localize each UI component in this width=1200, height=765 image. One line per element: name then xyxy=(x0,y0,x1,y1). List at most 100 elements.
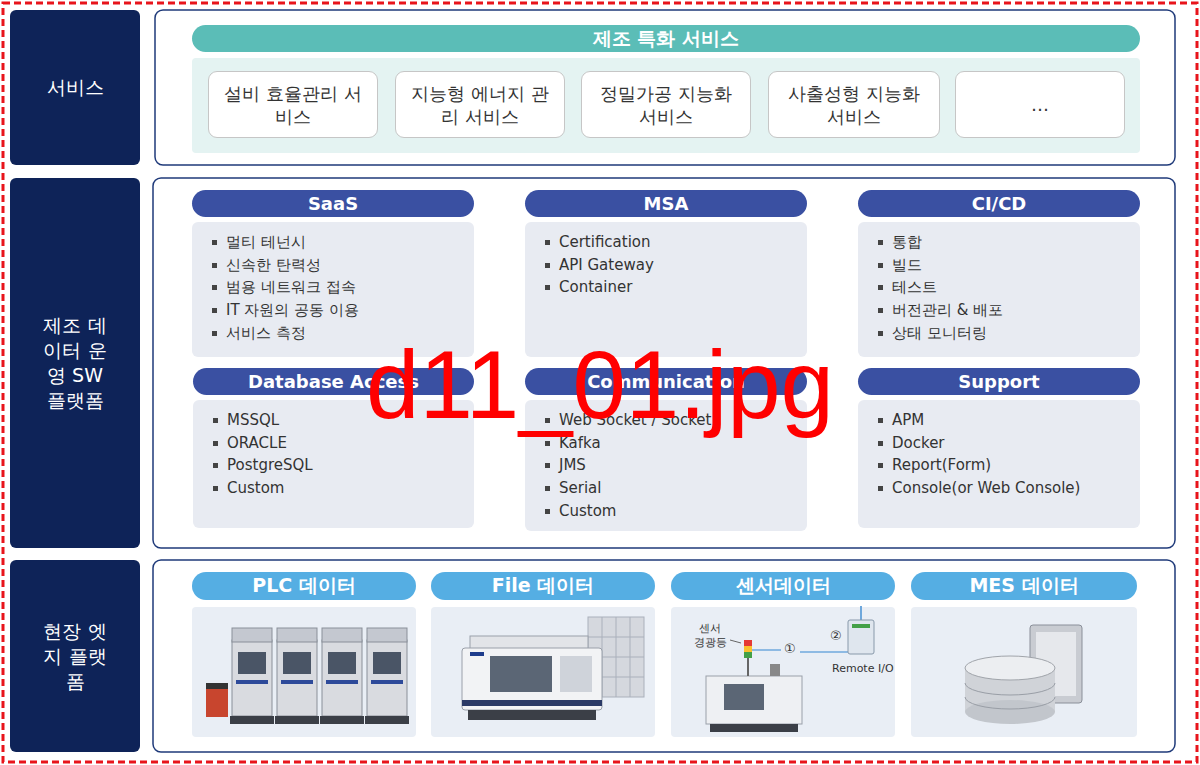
group-heading: Communication xyxy=(525,368,807,395)
list-item: 빌드 xyxy=(878,254,1130,277)
illustration-part xyxy=(800,651,848,653)
dashed-frame xyxy=(3,3,1197,762)
illustration-part xyxy=(322,628,362,642)
feature-group: MSA CertificationAPI GatewayContainer xyxy=(525,190,807,357)
feature-group: CI/CD통합빌드테스트버전관리 & 배포상태 모니터링 xyxy=(858,190,1140,357)
illustration-part xyxy=(470,652,484,656)
cnc-machine xyxy=(462,617,644,720)
illustration-part xyxy=(322,640,362,716)
part-label: Remote I/O xyxy=(832,662,894,676)
group-body: 멀티 테넌시신속한 탄력성범용 네트워크 접속IT 자원의 공동 이용서비스 측… xyxy=(192,222,474,357)
list-item: 통합 xyxy=(878,231,1130,254)
illustration-part xyxy=(848,620,874,654)
list-item: API Gateway xyxy=(545,254,797,277)
illustration-part xyxy=(232,628,272,642)
illustration-part xyxy=(367,640,407,716)
data-heading: MES 데이터 xyxy=(911,572,1137,600)
list-item: 상태 모니터링 xyxy=(878,322,1130,345)
illustration-part xyxy=(277,628,317,642)
panel-outline xyxy=(153,178,1175,548)
list-item: 테스트 xyxy=(878,276,1130,299)
list-item: Custom xyxy=(545,500,797,523)
illustration-part xyxy=(281,680,313,684)
layer-title: 서비스 xyxy=(47,75,104,100)
illustration-part xyxy=(373,652,401,674)
illustration-part xyxy=(320,716,364,724)
list-item: Custom xyxy=(213,477,464,500)
illustration-part xyxy=(965,700,1055,724)
illustration-part xyxy=(275,716,319,724)
service-name: 설비 효율관리 서비스 xyxy=(219,82,367,128)
list-item: Container xyxy=(545,276,797,299)
data-heading: PLC 데이터 xyxy=(192,572,416,600)
group-heading: MSA xyxy=(525,190,807,217)
illustration-part xyxy=(860,606,862,620)
list-item: Web Socket / Socket xyxy=(545,409,797,432)
illustration-part xyxy=(232,640,272,716)
illustration-part xyxy=(744,652,752,658)
illustration-part xyxy=(328,652,356,674)
data-heading: File 데이터 xyxy=(431,572,655,600)
service-box: 지능형 에너지 관리 서비스 xyxy=(395,71,565,138)
list-item: JMS xyxy=(545,454,797,477)
list-item: Certification xyxy=(545,231,797,254)
illustration-part xyxy=(192,607,416,737)
service-box: 사출성형 지능화 서비스 xyxy=(768,71,940,138)
illustration-part xyxy=(744,640,752,646)
callout-number: ② xyxy=(830,628,842,644)
group-heading: Database Access xyxy=(193,368,474,395)
group-body: APMDockerReport(Form)Console(or Web Cons… xyxy=(858,400,1140,528)
feature-group: CommunicationWeb Socket / SocketKafkaJMS… xyxy=(525,368,807,531)
illustration-part xyxy=(560,656,592,692)
plc-machines xyxy=(206,628,409,724)
illustration-part xyxy=(367,628,407,642)
illustration-part xyxy=(706,676,802,724)
data-source: File 데이터 xyxy=(431,572,655,600)
group-heading: Support xyxy=(858,368,1140,395)
list-item: Docker xyxy=(878,432,1130,455)
illustration-part xyxy=(462,648,602,710)
list-item: Report(Form) xyxy=(878,454,1130,477)
illustration-part xyxy=(490,656,552,692)
illustration-part xyxy=(724,684,764,710)
illustration-part xyxy=(431,607,655,737)
feature-group: SaaS멀티 테넌시신속한 탄력성범용 네트워크 접속IT 자원의 공동 이용서… xyxy=(192,190,474,357)
list-item: PostgreSQL xyxy=(213,454,464,477)
illustration-part xyxy=(230,716,274,724)
illustration-part xyxy=(671,607,895,737)
list-item: MSSQL xyxy=(213,409,464,432)
illustration-part xyxy=(911,607,1137,737)
list-item: 범용 네트워크 접속 xyxy=(212,276,464,299)
illustration-part xyxy=(236,680,268,684)
mes-server xyxy=(965,625,1082,724)
group-heading: CI/CD xyxy=(858,190,1140,217)
illustration-part xyxy=(744,646,752,652)
service-name: 지능형 에너지 관리 서비스 xyxy=(406,82,554,128)
illustration-part xyxy=(371,680,403,684)
panel-outline xyxy=(153,560,1175,752)
service-box: 설비 효율관리 서비스 xyxy=(208,71,378,138)
callout-number: ① xyxy=(784,641,796,657)
data-source: MES 데이터 xyxy=(911,572,1137,600)
illustration-part xyxy=(462,700,602,706)
panel-outlines xyxy=(153,10,1175,752)
service-box: … xyxy=(955,71,1125,138)
illustration-part xyxy=(326,680,358,684)
data-heading: 센서데이터 xyxy=(671,572,895,600)
list-item: Serial xyxy=(545,477,797,500)
illustration-part xyxy=(277,640,317,716)
service-band: 제조 특화 서비스설비 효율관리 서비스지능형 에너지 관리 서비스정밀가공 지… xyxy=(192,25,1140,153)
illustration-part xyxy=(965,656,1055,680)
data-source: 센서데이터 xyxy=(671,572,895,600)
illustration-part xyxy=(365,716,409,724)
illustration-part xyxy=(206,683,228,717)
list-item: 신속한 탄력성 xyxy=(212,254,464,277)
band-heading: 제조 특화 서비스 xyxy=(192,25,1140,52)
group-body: Web Socket / SocketKafkaJMSSerialCustom xyxy=(525,400,807,531)
service-name: … xyxy=(1031,93,1049,116)
part-label: 센서 경광등 xyxy=(692,622,728,650)
sensor-machine xyxy=(706,606,874,732)
list-item: Kafka xyxy=(545,432,797,455)
